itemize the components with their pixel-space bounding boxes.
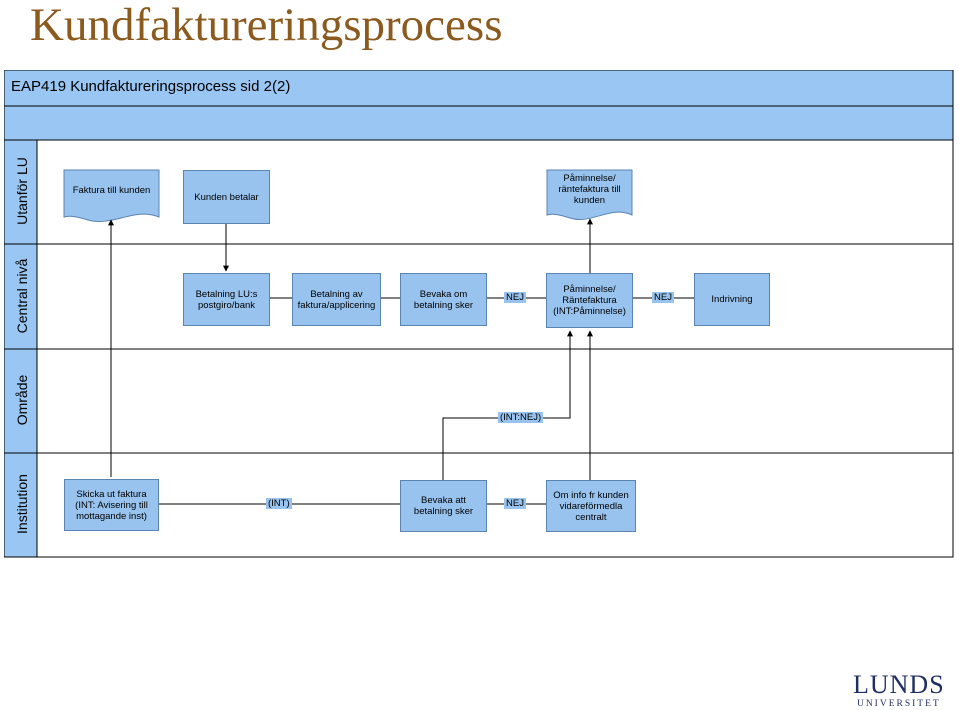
node-betalning-lus: Betalning LU:s postgiro/bank xyxy=(183,273,270,326)
node-skicka-ut-faktura: Skicka ut faktura (INT: Avisering till m… xyxy=(64,479,159,531)
label-nej-1: NEJ xyxy=(504,292,526,303)
node-indrivning: Indrivning xyxy=(694,273,770,326)
header-band xyxy=(4,70,954,107)
label-int-nej: (INT:NEJ) xyxy=(498,412,544,423)
label-nej-3: NEJ xyxy=(504,498,526,509)
doc-faktura-shape xyxy=(63,169,160,222)
diagram-header-title: EAP419 Kundfaktureringsprocess sid 2(2) xyxy=(11,78,291,95)
node-bevaka-att: Bevaka att betalning sker xyxy=(400,480,487,532)
lane-label-utanfor-lu: Utanför LU xyxy=(14,157,30,225)
node-betalning-av: Betalning av faktura/applicering xyxy=(292,273,381,326)
label-nej-2: NEJ xyxy=(652,292,674,303)
lane-label-omrade: Område xyxy=(14,374,30,426)
lane-label-institution: Institution xyxy=(14,474,30,534)
doc-paminnelse-shape xyxy=(546,169,633,220)
subheader-band xyxy=(4,105,954,141)
logo-line-1: LUNDS xyxy=(853,670,945,699)
lunds-universitet-logo: LUNDS UNIVERSITET xyxy=(853,672,945,710)
node-om-info: Om info fr kunden vidareförmedla central… xyxy=(546,480,636,532)
logo-line-2: UNIVERSITET xyxy=(856,699,941,709)
node-paminnelse-central: Påminnelse/ Räntefaktura (INT:Påminnelse… xyxy=(546,273,633,328)
process-diagram: EAP419 Kundfaktureringsprocess sid 2(2) … xyxy=(4,70,954,558)
node-kunden-betalar: Kunden betalar xyxy=(183,170,270,224)
label-int: (INT) xyxy=(266,498,292,509)
node-bevaka-om: Bevaka om betalning sker xyxy=(400,273,487,326)
lane-label-central-niva: Central nivå xyxy=(14,258,30,334)
slide-title: Kundfaktureringsprocess xyxy=(30,0,503,51)
